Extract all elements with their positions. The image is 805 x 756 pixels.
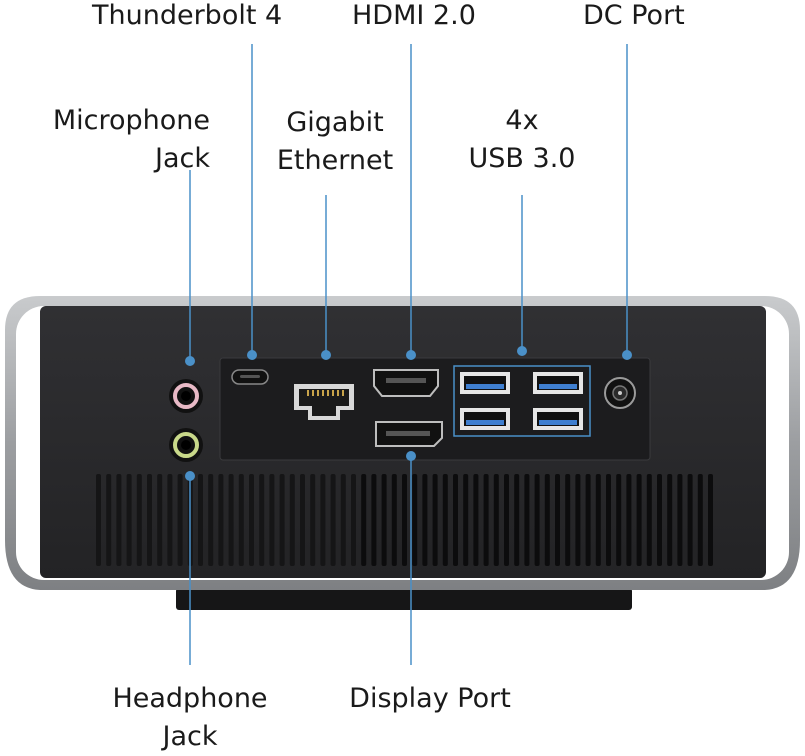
callout-dot-displayport [406, 451, 416, 461]
label-hdmi: HDMI 2.0 [352, 0, 476, 31]
usb-port-4 [533, 408, 583, 430]
label-headphone-jack: Headphone Jack [112, 683, 268, 752]
dc-port [604, 377, 636, 409]
label-display-port: Display Port [349, 683, 511, 714]
label-microphone-jack: Microphone Jack [52, 105, 210, 174]
label-thunderbolt: Thunderbolt 4 [92, 0, 283, 31]
usb-port-group [453, 365, 591, 437]
ventilation-grille [96, 474, 713, 566]
microphone-jack-port [169, 379, 203, 413]
callout-dot-headphone [185, 471, 195, 481]
label-dc-port: DC Port [583, 0, 685, 31]
displayport-port [375, 421, 443, 447]
usb-port-2 [533, 372, 583, 394]
callout-dot-usb [517, 346, 527, 356]
usb-port-3 [460, 408, 510, 430]
ethernet-port [294, 384, 354, 420]
device-foot [176, 588, 632, 610]
callout-dot-hdmi [406, 350, 416, 360]
label-usb: 4x USB 3.0 [468, 105, 576, 174]
usb-port-1 [460, 372, 510, 394]
callout-dot-thunderbolt [247, 350, 257, 360]
label-gigabit-ethernet: Gigabit Ethernet [276, 107, 394, 176]
callout-dot-microphone [185, 356, 195, 366]
headphone-jack-port [169, 428, 203, 462]
callout-dot-dc [622, 350, 632, 360]
hdmi-port [373, 369, 439, 397]
callout-dot-ethernet [321, 350, 331, 360]
